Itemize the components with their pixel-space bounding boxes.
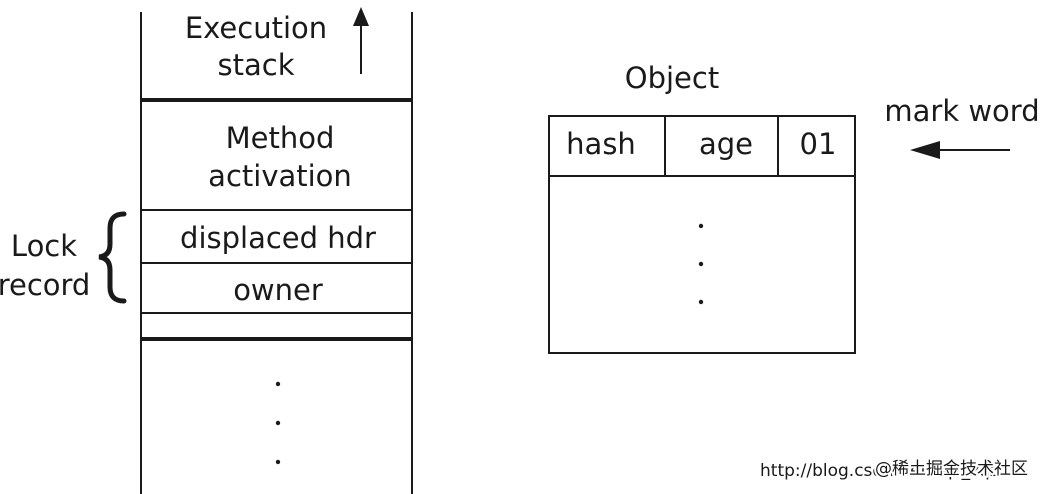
lock-record-brace-icon — [98, 211, 127, 304]
method-activation-line1: Method — [226, 121, 335, 155]
displaced-hdr-field: displaced hdr — [180, 221, 376, 255]
watermark: http://blog.csdn.net/zqz_zqz @稀土掘金技术社区 — [760, 457, 1030, 481]
watermark-url: http://blog.csdn.net/zqz_zqz — [760, 461, 999, 481]
execution-stack: Execution stack Method activation displa… — [0, 7, 413, 494]
lock-record-label-line2: record — [0, 268, 90, 302]
stack-ellipsis — [275, 381, 281, 465]
mark-word-label: mark word — [884, 94, 1039, 128]
owner-field: owner — [233, 273, 323, 307]
object-title: Object — [625, 61, 719, 95]
mark-word-hash-field: hash — [566, 127, 636, 161]
stack-growth-arrow-icon — [353, 7, 369, 74]
stack-title-line2: stack — [218, 48, 295, 82]
mark-word-lock-bits-field: 01 — [800, 127, 837, 161]
lock-record-label-line1: Lock — [11, 229, 77, 263]
stack-title-line1: Execution — [185, 11, 327, 45]
mark-word-pointer-arrow-icon — [910, 141, 1010, 159]
watermark-site: @稀土掘金技术社区 — [875, 459, 1028, 479]
method-activation-line2: activation — [208, 159, 352, 193]
object-body-ellipsis — [698, 223, 704, 305]
object-structure: Object hash age 01 mark word — [548, 61, 1040, 354]
mark-word-age-field: age — [699, 127, 753, 161]
object-box — [548, 115, 856, 354]
